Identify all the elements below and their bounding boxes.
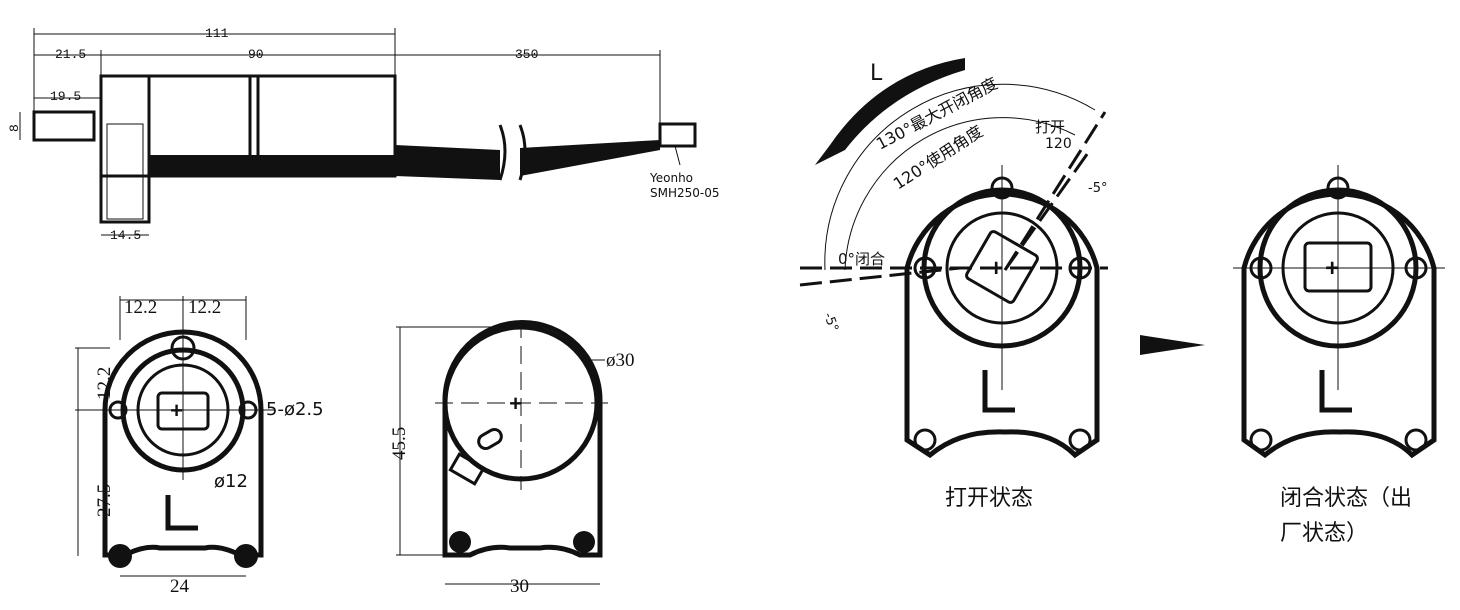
dim-12-2-right: 12.2 xyxy=(188,297,221,318)
dim-dia-30: ø30 xyxy=(606,350,635,371)
dim-27-5: 27.5 xyxy=(94,484,115,517)
direction-label: L xyxy=(870,61,883,86)
dim-90: 90 xyxy=(248,47,264,62)
back-view: + ø30 45.5 30 xyxy=(389,320,635,597)
dim-350: 350 xyxy=(515,47,538,62)
connector xyxy=(658,122,697,148)
open-value: 120 xyxy=(1045,136,1072,152)
dim-12-2-left: 12.2 xyxy=(124,297,157,318)
closed-state-line1: 闭合状态（出 xyxy=(1280,486,1412,511)
closed-state-line2: 厂状态） xyxy=(1280,521,1368,546)
direction-arrow xyxy=(815,58,965,165)
top-view: 111 21.5 90 350 19.5 8 Yeonho SMH250-05 … xyxy=(7,26,720,243)
svg-text:+: + xyxy=(170,400,183,425)
minus5-top: -5° xyxy=(1088,181,1107,196)
dim-14-5: 14.5 xyxy=(110,228,141,243)
hole-label: 5-ø2.5 xyxy=(266,399,324,420)
svg-text:+: + xyxy=(1325,257,1339,284)
minus5-bottom: -5° xyxy=(820,311,841,334)
dim-21-5: 21.5 xyxy=(55,47,86,62)
bore-label: ø12 xyxy=(214,471,248,492)
connector-brand: Yeonho xyxy=(649,171,693,185)
angle-view: L 130°最大开闭角度 120°使用角度 打开 120 -5° 0°闭合 -5… xyxy=(799,58,1445,546)
transition-arrow xyxy=(1140,335,1205,355)
closed-label: 0°闭合 xyxy=(838,250,885,268)
open-state-label: 打开状态 xyxy=(945,486,1033,511)
svg-text:+: + xyxy=(509,393,522,418)
svg-text:+: + xyxy=(989,257,1003,284)
dim-30: 30 xyxy=(510,576,529,597)
front-view: 12.2 12.2 + 12.2 27.5 5-ø2.5 ø12 24 xyxy=(75,296,324,597)
shaft xyxy=(32,110,96,142)
dim-8: 8 xyxy=(7,124,22,132)
dim-111: 111 xyxy=(205,26,229,41)
dim-45-5: 45.5 xyxy=(389,427,410,460)
dim-12-2-vert: 12.2 xyxy=(94,367,115,400)
cable xyxy=(395,145,500,180)
connector-model: SMH250-05 xyxy=(650,186,720,200)
open-label: 打开 xyxy=(1035,118,1065,136)
dim-19-5: 19.5 xyxy=(50,89,81,104)
dim-24: 24 xyxy=(170,576,190,597)
